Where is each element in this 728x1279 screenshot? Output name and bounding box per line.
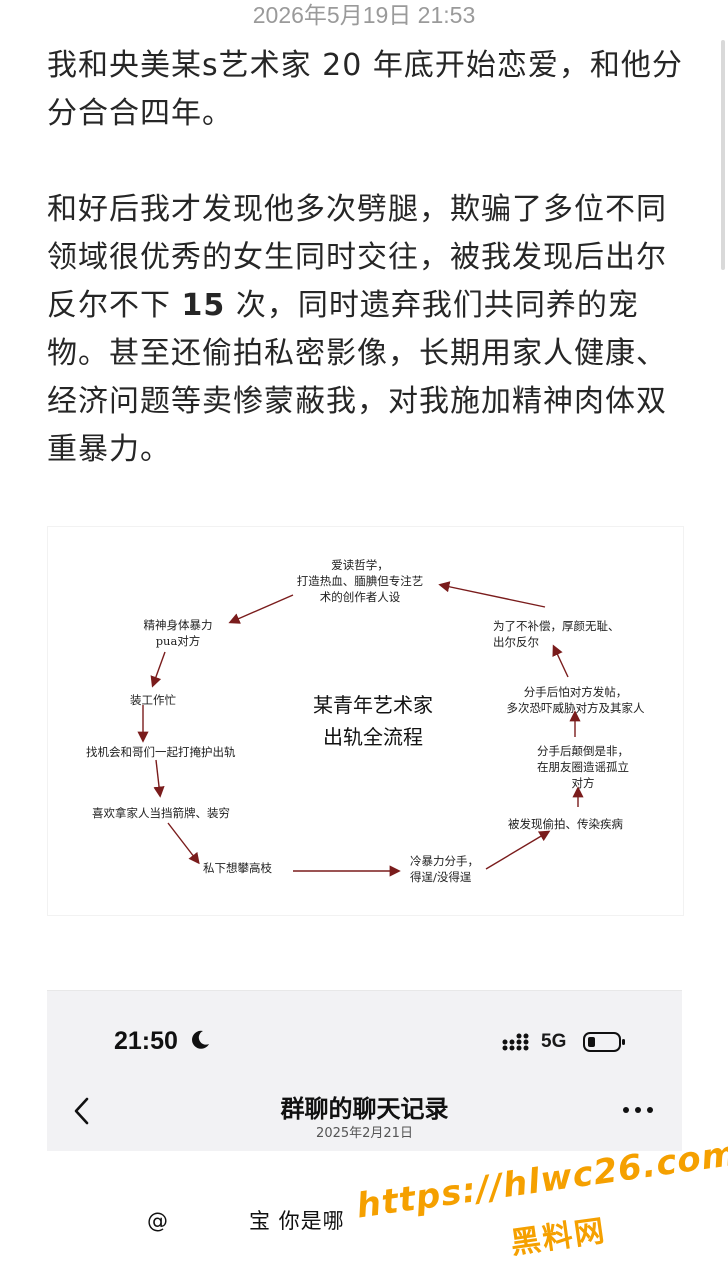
post-paragraph-1: 我和央美某s艺术家 20 年底开始恋爱，和他分分合合四年。	[47, 48, 683, 131]
battery-icon	[583, 1032, 625, 1052]
flowchart-node-left-1: 精神身体暴力 pua对方	[143, 618, 213, 648]
post-paragraph-2-text-b: 次，同时遗弃我们共同养的宠物。甚至还偷拍私密影像，长期用家人健康、经济问题等卖惨…	[47, 288, 667, 467]
flowchart-title: 某青年艺术家 出轨全流程	[313, 693, 433, 749]
chat-screenshot[interactable]: 21:50 5G 群聊的聊天记录 2025年2月21日 @ 宝 你是哪	[47, 990, 682, 1253]
chat-title: 群聊的聊天记录	[280, 1095, 449, 1123]
signal-icon	[502, 1033, 529, 1051]
flowchart-node-bottom-1: 私下想攀高枝	[203, 861, 272, 875]
scrollbar[interactable]	[721, 40, 725, 270]
flowchart-node-top: 爱读哲学， 打造热血、腼腆但专注艺 术的创作者人设	[296, 558, 424, 604]
post-body: 我和央美某s艺术家 20 年底开始恋爱，和他分分合合四年。 和好后我才发现他多次…	[47, 42, 687, 474]
flowchart-node-left-4: 喜欢拿家人当挡箭牌、装穷	[92, 806, 230, 820]
back-chevron-icon[interactable]	[67, 1091, 97, 1131]
post-timestamp: 2026年5月19日 21:53	[252, 2, 476, 28]
flowchart-node-right-2: 分手后颠倒是非， 在朋友圈造谣孤立 对方	[537, 744, 629, 790]
chat-message: @ 宝 你是哪	[147, 1205, 345, 1235]
chat-date: 2025年2月21日	[316, 1126, 413, 1141]
flowchart-node-right-3: 分手后怕对方发帖， 多次恐吓威胁对方及其家人	[506, 685, 645, 715]
flowchart-node-right-4: 为了不补偿，厚颜无耻、 出尔反尔	[493, 619, 620, 649]
more-options-icon[interactable]	[621, 1105, 655, 1115]
chat-message-text: 宝 你是哪	[249, 1209, 345, 1233]
post-paragraph-2-number: 15	[181, 288, 226, 323]
post-paragraph-2: 和好后我才发现他多次劈腿，欺骗了多位不同领域很优秀的女生同时交往，被我发现后出尔…	[47, 186, 687, 474]
post-paragraph-2-text-a: 和好后我才发现他多次劈腿，欺骗了多位不同领域很优秀的女生同时交往，被我发现后出尔…	[47, 192, 667, 323]
flowchart-arrows	[137, 581, 584, 877]
flowchart-node-right-1: 被发现偷拍、传染疾病	[508, 817, 623, 831]
flowchart-image[interactable]: 某青年艺术家 出轨全流程 爱读哲学， 打造热血、腼腆但专注艺 术的创作者人设 精…	[47, 526, 684, 916]
flowchart-node-bottom-2: 冷暴力分手， 得逞/没得逞	[410, 854, 479, 884]
network-type: 5G	[541, 1031, 567, 1052]
flowchart-node-left-2: 装工作忙	[130, 693, 176, 707]
chat-message-area	[47, 1151, 682, 1253]
flowchart-node-left-3: 找机会和哥们一起打掩护出轨	[86, 745, 236, 759]
mention-symbol: @	[147, 1209, 169, 1233]
moon-icon	[192, 1030, 209, 1049]
status-time: 21:50	[114, 1027, 178, 1055]
